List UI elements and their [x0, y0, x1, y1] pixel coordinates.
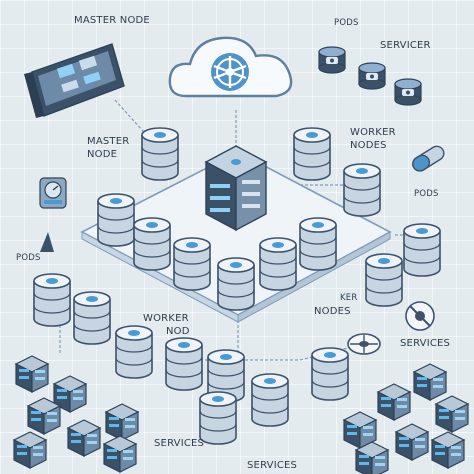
master-node-dashboard-icon — [24, 43, 125, 118]
label-pods-right: PODS — [414, 189, 439, 199]
label-master-node-left-line1: MASTER — [87, 136, 130, 147]
cloud-icon — [168, 36, 293, 98]
services-gear-icon — [405, 301, 435, 331]
label-worker-nodes-right-line2: NODES — [350, 140, 387, 151]
label-services-right: SERVICES — [400, 338, 451, 349]
label-worker-nodes-mid-2: NOD — [166, 326, 190, 337]
label-servicer: SERVICER — [380, 40, 431, 51]
label-worker-nodes-right-line1: WORKER — [350, 127, 396, 138]
label-services-bottom: SERVICES — [247, 460, 298, 471]
label-master-node-left-line2: NODE — [87, 149, 118, 160]
pods-capsule-icon — [412, 145, 445, 172]
label-worker-nodes-mid-1: WORKER — [143, 313, 189, 324]
label-master-node-top: MASTER NODE — [74, 15, 150, 26]
label-services-bottom-center: SERVICES — [154, 438, 205, 449]
pods-group-top — [318, 46, 422, 106]
label-worker-nodes-right-mid-2: NODES — [314, 306, 351, 317]
master-node-rack-icon — [204, 145, 268, 232]
pods-left-pointer — [40, 232, 54, 252]
server-cubes-right — [343, 363, 469, 474]
label-pods-top: PODS — [334, 18, 359, 28]
services-wheel-icon — [347, 333, 381, 355]
label-pods-left: PODS — [16, 253, 41, 263]
helm-wheel-icon — [211, 53, 249, 91]
pods-gauge-icon — [39, 177, 67, 209]
label-worker-nodes-right-mid-1: KER — [340, 293, 358, 303]
